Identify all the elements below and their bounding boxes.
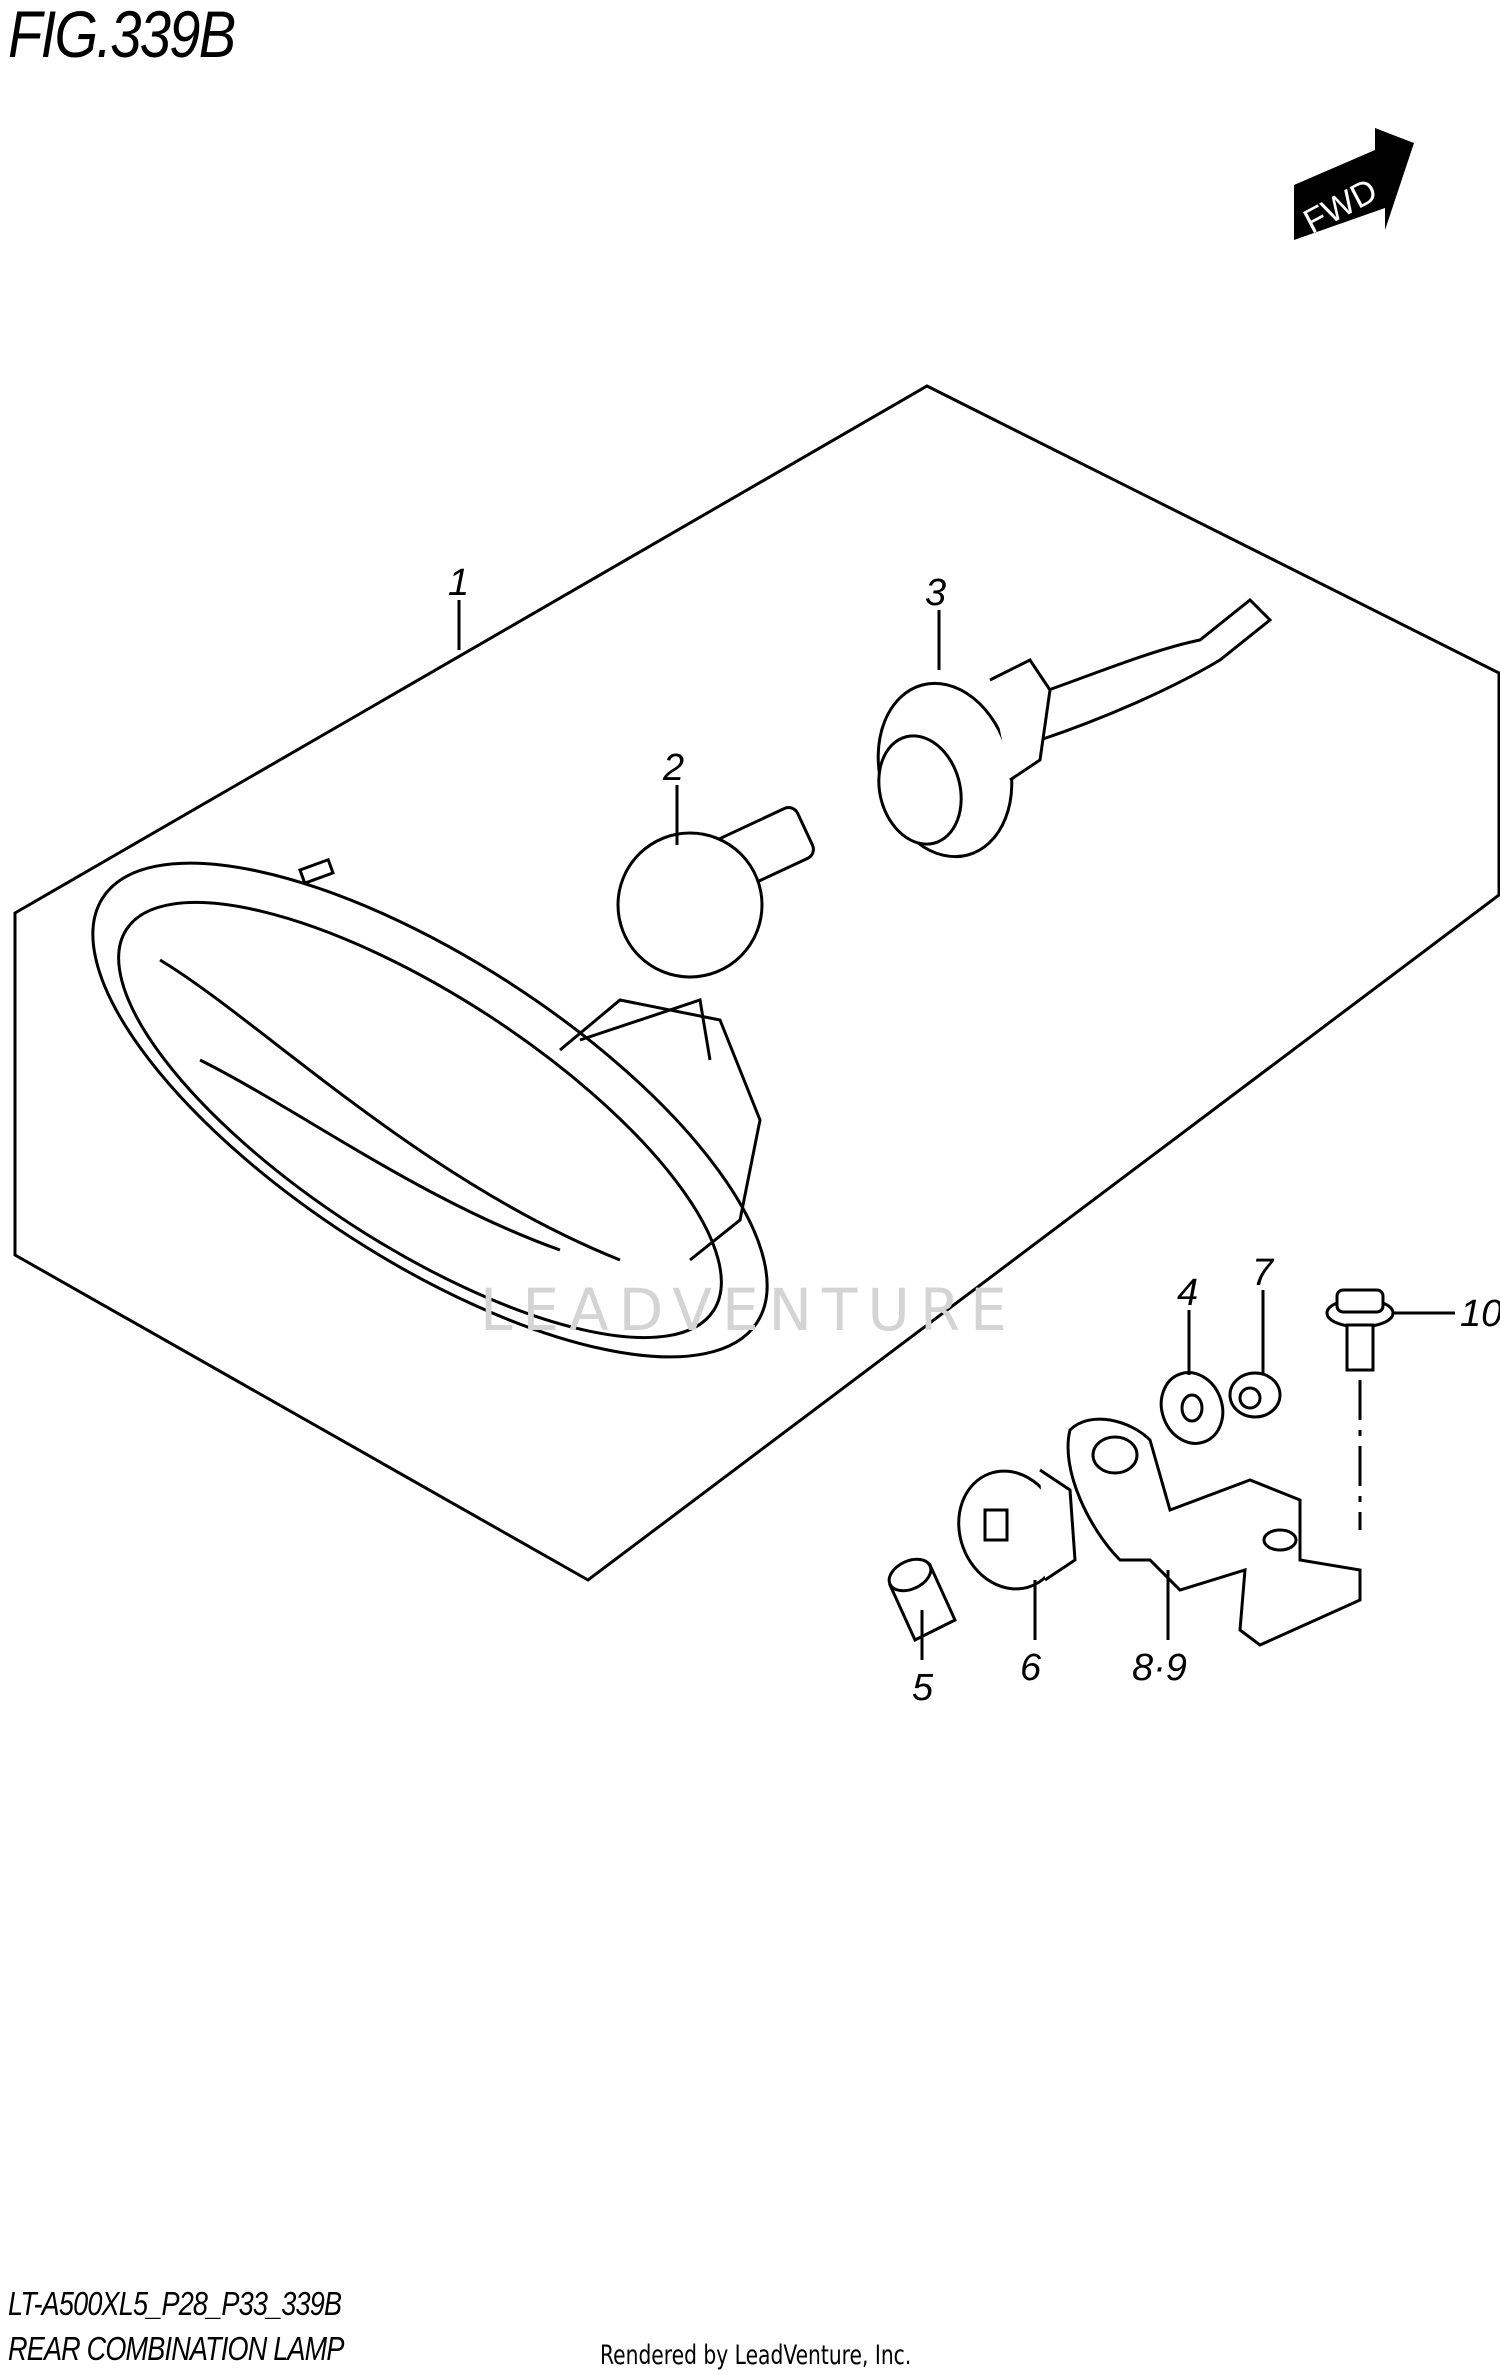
section-name: REAR COMBINATION LAMP [8, 2330, 344, 2367]
callout-3: 3 [925, 572, 946, 614]
credit-text: Rendered by LeadVenture, Inc. [600, 2340, 912, 2371]
spacer [887, 1557, 957, 1643]
bulb-socket [876, 597, 1273, 859]
callout-8-9: 8·9 [1132, 1647, 1187, 1689]
callout-1: 1 [448, 562, 469, 604]
grommet [957, 1468, 1077, 1591]
leader-lines [457, 600, 1455, 1660]
model-code: LT-A500XL5_P28_P33_339B [8, 2285, 342, 2322]
callout-4: 4 [1177, 1272, 1198, 1314]
callout-6: 6 [1020, 1647, 1042, 1689]
figure-title: FIG.339B [8, 0, 236, 71]
bracket [1066, 1417, 1362, 1647]
callout-10: 10 [1460, 1293, 1500, 1335]
watermark: LEADVENTURE [480, 1276, 1017, 1344]
bolt [1325, 1288, 1395, 1530]
callout-7: 7 [1252, 1252, 1275, 1294]
nut [1228, 1371, 1282, 1419]
washer [1159, 1371, 1225, 1445]
callout-2: 2 [662, 747, 684, 789]
callout-5: 5 [912, 1667, 934, 1709]
lamp-housing [91, 857, 769, 1359]
fwd-arrow-icon: FWD [1294, 128, 1414, 241]
assembly-outline [13, 384, 1500, 1582]
bulb [616, 806, 815, 979]
